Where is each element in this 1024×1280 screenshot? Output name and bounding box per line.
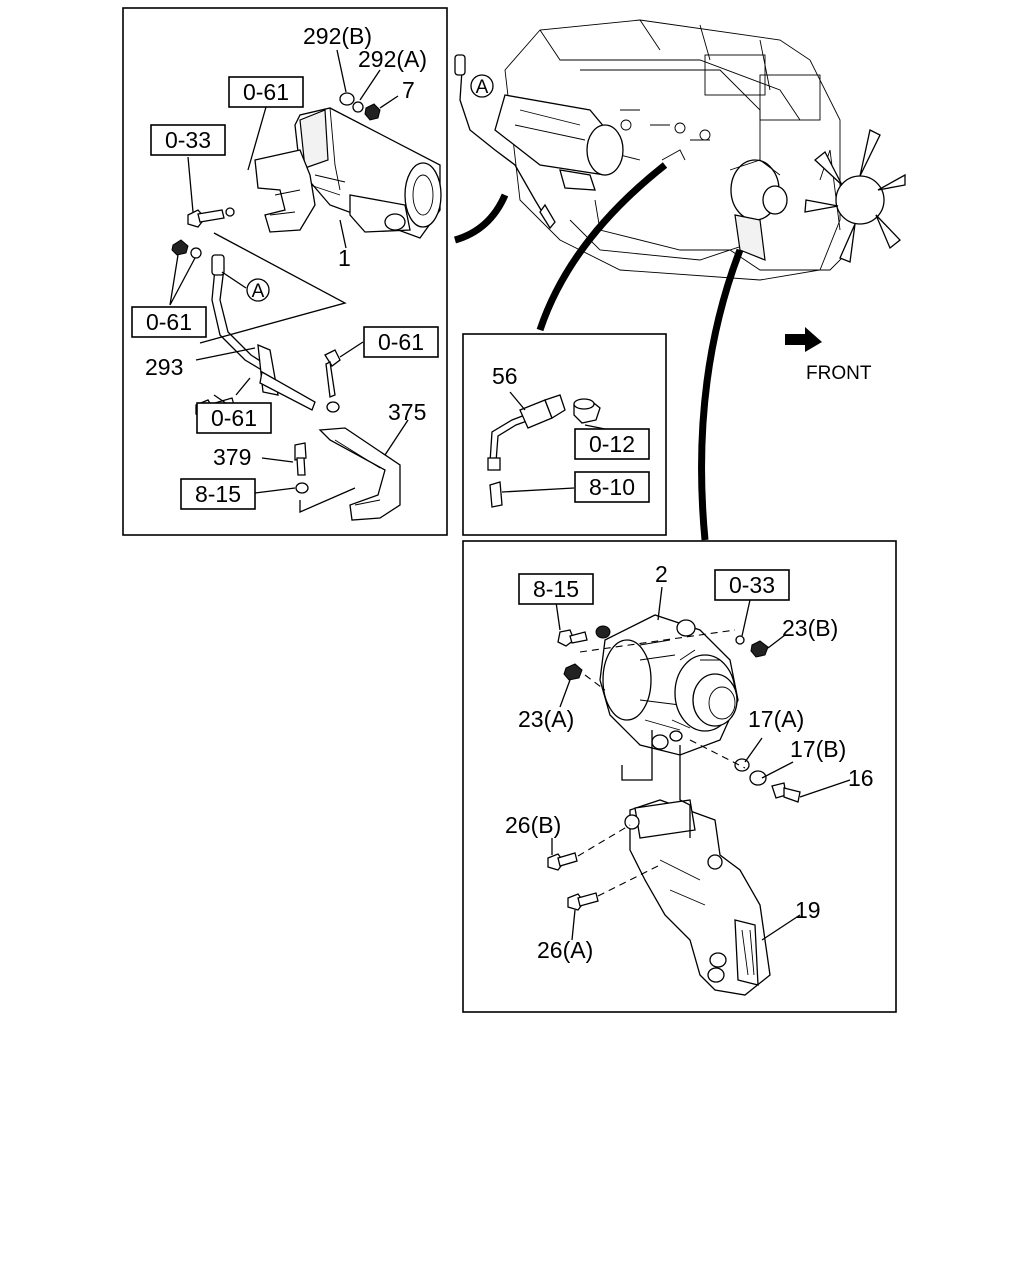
front-label: FRONT xyxy=(806,363,872,384)
ref-box-0-61-top[interactable]: 0-61 xyxy=(228,76,304,108)
starter-marker-a-label: A xyxy=(252,281,265,302)
alternator-panel-frame xyxy=(462,540,897,1013)
ref-0-61-left-label: 0-61 xyxy=(146,309,192,335)
leader-to-alternator-panel xyxy=(698,248,744,541)
ref-box-0-33[interactable]: 0-33 xyxy=(150,124,226,156)
part-292a-label: 292(A) xyxy=(358,46,427,72)
part-16-label: 16 xyxy=(848,765,874,791)
alternator xyxy=(595,614,739,756)
ref-0-61-top-label: 0-61 xyxy=(243,79,289,105)
sensor-panel: 56 0-12 8-10 xyxy=(462,333,667,536)
starter-panel: A 292(B) 292(A) 7 1 293 375 379 0-61 0-3… xyxy=(122,7,448,536)
ref-0-33-alternator-label: 0-33 xyxy=(729,572,775,598)
part-2-label: 2 xyxy=(655,561,668,587)
starter-motor xyxy=(294,107,442,239)
fan-icon xyxy=(804,129,906,263)
part-23b-label: 23(B) xyxy=(782,615,838,641)
part-292b-label: 292(B) xyxy=(303,23,372,49)
part-19-label: 19 xyxy=(795,897,821,923)
ref-box-8-15-alternator[interactable]: 8-15 xyxy=(518,573,594,605)
sensor-panel-frame xyxy=(462,333,667,536)
engine-starter xyxy=(494,94,624,191)
part-26b-label: 26(B) xyxy=(505,812,561,838)
part-7-label: 7 xyxy=(402,77,415,103)
ref-box-0-61-bottom[interactable]: 0-61 xyxy=(196,402,272,434)
leader-to-starter-panel xyxy=(453,193,509,244)
part-379-label: 379 xyxy=(213,444,251,470)
ref-box-0-12[interactable]: 0-12 xyxy=(574,428,650,460)
part-1-label: 1 xyxy=(338,245,351,271)
bolt-icon xyxy=(187,207,235,228)
alternator-panel: 2 23(B) 23(A) 17(A) 17(B) 16 26(B) 26(A)… xyxy=(462,540,897,1013)
callout-a-icon: A xyxy=(246,278,270,302)
engine-alternator xyxy=(729,159,788,261)
part-293-label: 293 xyxy=(145,354,183,380)
ref-box-0-61-left[interactable]: 0-61 xyxy=(131,306,207,338)
part-56-label: 56 xyxy=(492,363,518,389)
ref-8-10-label: 8-10 xyxy=(589,474,635,500)
ref-0-12-label: 0-12 xyxy=(589,431,635,457)
front-arrow-icon xyxy=(785,327,822,352)
ref-0-61-bottom-label: 0-61 xyxy=(211,405,257,431)
engine-marker-a-label: A xyxy=(476,77,489,98)
ref-8-15-alternator-label: 8-15 xyxy=(533,576,579,602)
leader-to-sensor-panel xyxy=(536,162,668,332)
part-17b-label: 17(B) xyxy=(790,736,846,762)
ref-box-8-10[interactable]: 8-10 xyxy=(574,471,650,503)
part-23a-label: 23(A) xyxy=(518,706,574,732)
ref-0-61-right-label: 0-61 xyxy=(378,329,424,355)
ref-box-8-15-starter[interactable]: 8-15 xyxy=(180,478,256,510)
ref-box-0-33-alternator[interactable]: 0-33 xyxy=(714,569,790,601)
starter-panel-frame xyxy=(122,7,448,536)
ref-0-33-label: 0-33 xyxy=(165,127,211,153)
ref-8-15-starter-label: 8-15 xyxy=(195,481,241,507)
engine-overview: A FRONT xyxy=(453,19,906,541)
callout-a-icon: A xyxy=(470,74,494,98)
part-26a-label: 26(A) xyxy=(537,937,593,963)
alternator-bracket xyxy=(624,799,771,996)
part-17a-label: 17(A) xyxy=(748,706,804,732)
ref-box-0-61-right[interactable]: 0-61 xyxy=(363,326,439,358)
part-375-label: 375 xyxy=(388,399,426,425)
